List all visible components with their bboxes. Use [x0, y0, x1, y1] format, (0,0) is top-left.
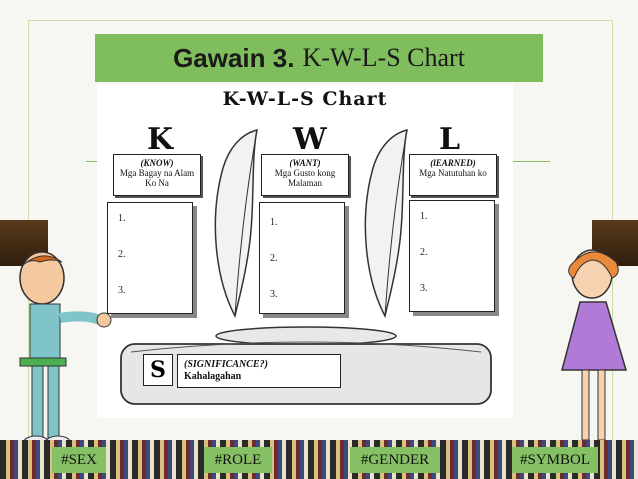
cartoon-man-illustration — [19, 251, 112, 449]
slide-title: Gawain 3. K-W-L-S Chart — [95, 34, 543, 82]
significance-letter: S — [143, 354, 173, 386]
list-item: 2. — [118, 249, 126, 260]
list-item: 3. — [118, 285, 126, 296]
tag-symbol: #SYMBOL — [512, 447, 598, 473]
column-k-tag: (KNOW) — [140, 158, 174, 168]
divider-line-right — [510, 161, 550, 162]
tag-gender: #GENDER — [350, 447, 440, 473]
column-w-letter: W — [293, 122, 327, 157]
title-activity-number: Gawain 3. — [173, 42, 295, 73]
column-w-text: Mga Gusto kong Malaman — [274, 168, 336, 188]
column-l-list: 1. 2. 3. — [409, 200, 495, 312]
chart-heading: K-W-L-S Chart — [222, 88, 388, 110]
column-l-tag: (lEARNED) — [430, 158, 476, 168]
tag-sex: #SEX — [52, 447, 106, 473]
column-k-text: Mga Bagay na Alam Ko Na — [119, 168, 195, 188]
title-chart-name: K-W-L-S Chart — [302, 43, 465, 72]
list-item: 3. — [420, 283, 428, 294]
list-item: 1. — [270, 217, 278, 228]
significance-box: (SIGNIFICANCE?) Kahalagahan — [177, 354, 341, 388]
tag-role: #ROLE — [204, 447, 272, 473]
column-w-label: (WANT) Mga Gusto kong Malaman — [261, 154, 349, 196]
list-item: 2. — [420, 247, 428, 258]
column-w-list: 1. 2. 3. — [259, 202, 345, 314]
column-k-letter: K — [147, 122, 174, 157]
column-w-tag: (WANT) — [289, 158, 321, 168]
list-item: 1. — [420, 211, 428, 222]
kwls-chart: K-W-L-S Chart K (KNOW) Mga Bagay na Alam… — [97, 84, 513, 418]
column-l-label: (lEARNED) Mga Natutuhan ko — [409, 154, 497, 196]
column-l-letter: L — [439, 122, 461, 157]
column-k-label: (KNOW) Mga Bagay na Alam Ko Na — [113, 154, 201, 196]
feather-icon-right — [364, 128, 408, 318]
list-item: 3. — [270, 289, 278, 300]
feather-icon-left — [214, 128, 258, 318]
frame-line-top — [28, 20, 613, 21]
significance-tag: (SIGNIFICANCE?) — [184, 359, 268, 370]
significance-label: Kahalagahan — [184, 371, 242, 382]
cartoon-woman-illustration — [561, 249, 628, 449]
column-l-text: Mga Natutuhan ko — [419, 168, 487, 178]
list-item: 2. — [270, 253, 278, 264]
column-k-list: 1. 2. 3. — [107, 202, 193, 314]
list-item: 1. — [118, 213, 126, 224]
